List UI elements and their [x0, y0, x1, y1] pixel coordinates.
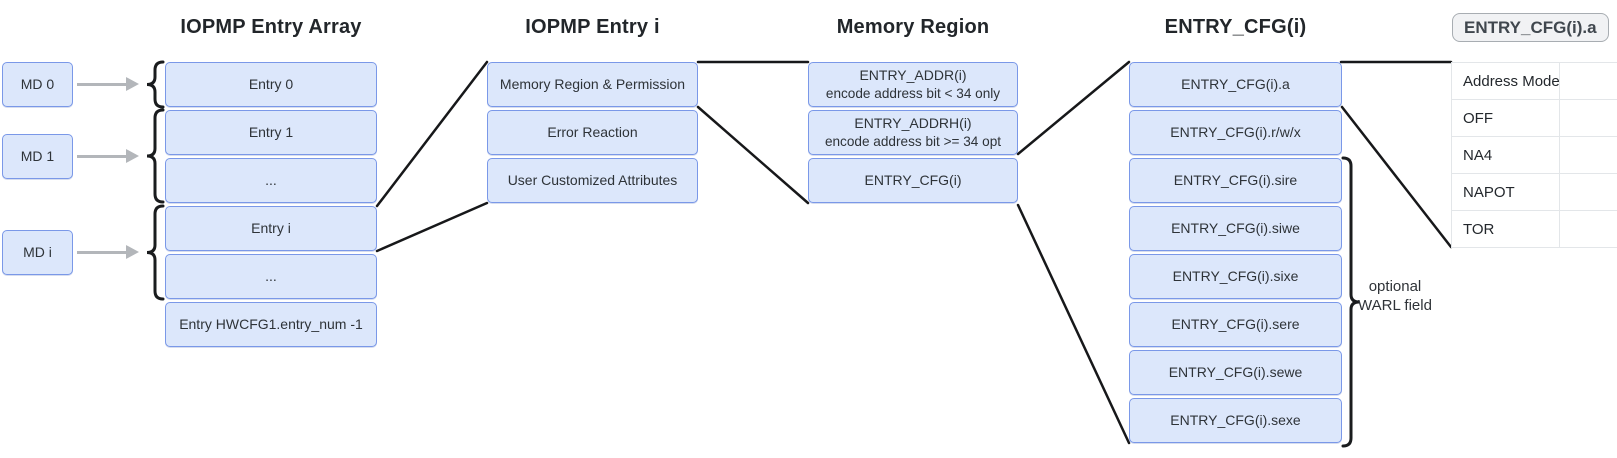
title-memory-region: Memory Region [836, 16, 990, 38]
address-mode-table: Address Mode OFF NA4 NAPOT TOR [1451, 62, 1617, 248]
title-entry-cfg: ENTRY_CFG(i) [1164, 16, 1307, 38]
entry-detail-box-user-attributes: User Customized Attributes [487, 158, 698, 203]
brace-md0 [146, 60, 165, 109]
arrow-right-icon [77, 83, 127, 86]
entry-cfg-a-badge: ENTRY_CFG(i).a [1452, 13, 1609, 42]
connector-entrycfg-bottom [1016, 203, 1131, 445]
entry-array-box-last: Entry HWCFG1.entry_num -1 [165, 302, 377, 347]
cfg-box-sire: ENTRY_CFG(i).sire [1129, 158, 1342, 203]
entry-detail-box-memory-region: Memory Region & Permission [487, 62, 698, 107]
md-box-i: MD i [2, 230, 73, 275]
entry-detail-box-error-reaction: Error Reaction [487, 110, 698, 155]
md-box-1: MD 1 [2, 134, 73, 179]
table-row: Address Mode [1452, 63, 1617, 100]
entry-array-box-ellipsis2: ... [165, 254, 377, 299]
cfg-box-rwx: ENTRY_CFG(i).r/w/x [1129, 110, 1342, 155]
table-row: NA4 [1452, 137, 1617, 174]
cfg-box-sere: ENTRY_CFG(i).sere [1129, 302, 1342, 347]
mem-region-box-entry-cfg: ENTRY_CFG(i) [808, 158, 1018, 203]
connector-entryi-to-detail-bottom [375, 201, 489, 253]
table-column-divider [1559, 63, 1560, 247]
arrow-right-icon [77, 155, 127, 158]
entry-array-box-ellipsis: ... [165, 158, 377, 203]
cfg-box-sexe: ENTRY_CFG(i).sexe [1129, 398, 1342, 443]
warl-annotation: optional WARL field [1358, 278, 1432, 314]
connector-entryi-to-detail-top [375, 60, 489, 208]
table-row: NAPOT [1452, 174, 1617, 211]
cfg-box-siwe: ENTRY_CFG(i).siwe [1129, 206, 1342, 251]
brace-mdi [146, 204, 165, 301]
cfg-box-sixe: ENTRY_CFG(i).sixe [1129, 254, 1342, 299]
arrow-right-icon [126, 149, 139, 163]
connector-memregion-bottom [696, 105, 810, 205]
cfg-box-sewe: ENTRY_CFG(i).sewe [1129, 350, 1342, 395]
entry-array-box-1: Entry 1 [165, 110, 377, 155]
entry-array-box-0: Entry 0 [165, 62, 377, 107]
arrow-right-icon [77, 251, 127, 254]
md-box-0: MD 0 [2, 62, 73, 107]
table-row: OFF [1452, 100, 1617, 137]
connector-table-bottom [1340, 105, 1453, 249]
cfg-box-a: ENTRY_CFG(i).a [1129, 62, 1342, 107]
mem-region-box-entry-addrh: ENTRY_ADDRH(i) encode address bit >= 34 … [808, 110, 1018, 155]
arrow-right-icon [126, 77, 139, 91]
title-iopmp-entry-i: IOPMP Entry i [525, 16, 660, 38]
arrow-right-icon [126, 245, 139, 259]
table-row: TOR [1463, 220, 1495, 238]
mem-region-box-entry-addr: ENTRY_ADDR(i) encode address bit < 34 on… [808, 62, 1018, 107]
brace-md1 [146, 108, 165, 204]
connector-entrycfg-top [1016, 60, 1131, 156]
title-iopmp-entry-array: IOPMP Entry Array [180, 16, 362, 38]
entry-array-box-i: Entry i [165, 206, 377, 251]
